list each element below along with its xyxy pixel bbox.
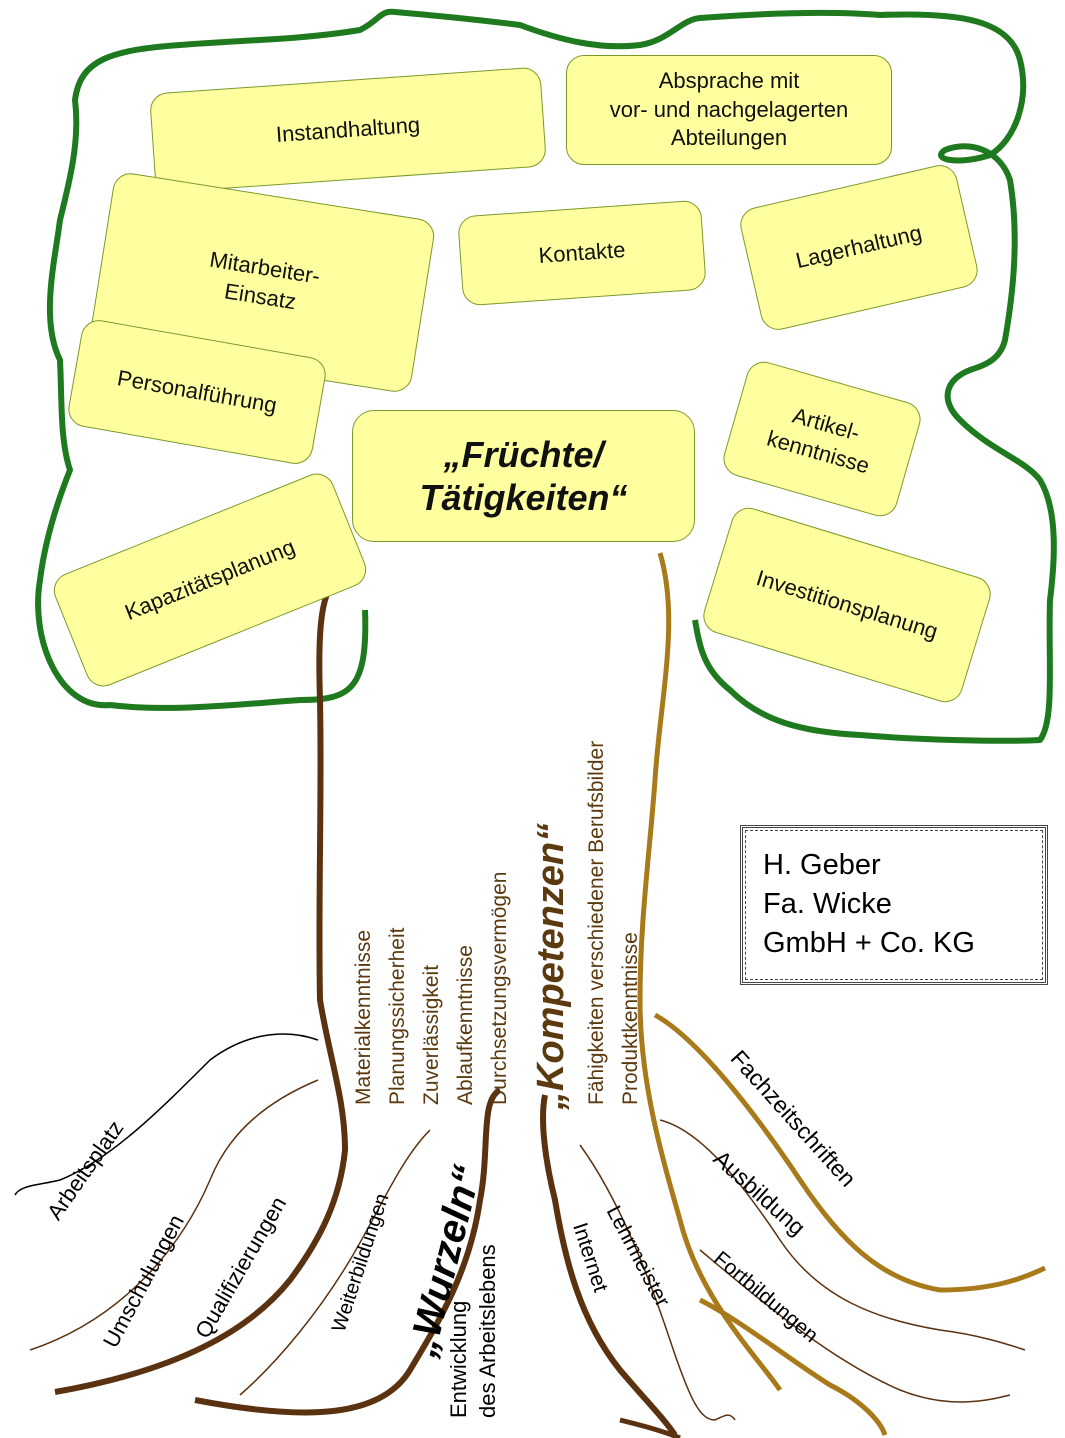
box-absprache: Absprache mit vor- und nachgelagerten Ab… [566, 55, 892, 165]
root-internet [540, 1094, 678, 1437]
crown-outline [35, 8, 1057, 744]
root-wurzeln-left [194, 1087, 502, 1416]
author-name: H. Geber [763, 849, 881, 881]
trunk-title: „Kompetenzen“ [530, 822, 572, 1110]
trunk-item-7: Produktkenntnisse [619, 932, 642, 1105]
author-box: H. Geber Fa. Wicke GmbH + Co. KG [740, 825, 1048, 985]
root-ausbildung [659, 1119, 1026, 1351]
trunk-item-4: Ablaufkenntnisse [454, 945, 477, 1105]
root-entwicklung-bottom [619, 1417, 681, 1438]
root-fortbildungen-thin [699, 1249, 1011, 1403]
trunk-item-1: Materialkenntnisse [352, 929, 375, 1105]
trunk-item-5: Durchsetzungsvermögen [488, 871, 511, 1105]
root-arbeitsplatz [14, 1033, 319, 1196]
root-fachzeitschriften [653, 1012, 1047, 1293]
trunk-item-2: Planungssicherheit [386, 927, 409, 1105]
trunk-item-3: Zuverlässigkeit [420, 964, 443, 1105]
box-kontakte: Kontakte [457, 199, 707, 307]
root-lehrmeister [579, 1144, 736, 1421]
trunk-left-line [54, 583, 349, 1395]
author-company: Fa. Wicke [763, 888, 892, 921]
trunk-right-line [637, 552, 783, 1392]
root-label-entwicklung: Entwicklung des Arbeitslebens [446, 1244, 500, 1418]
root-fortbildungen-light [698, 1297, 888, 1436]
trunk-item-6: Fähigkeiten verschiedener Berufsbilder [585, 740, 608, 1105]
box-fruechte-taetigkeiten: „Früchte/ Tätigkeiten“ [352, 410, 695, 542]
root-weiterbildungen [239, 1129, 431, 1396]
author-company-form: GmbH + Co. KG [763, 927, 975, 960]
root-umschulungen [29, 1079, 319, 1351]
